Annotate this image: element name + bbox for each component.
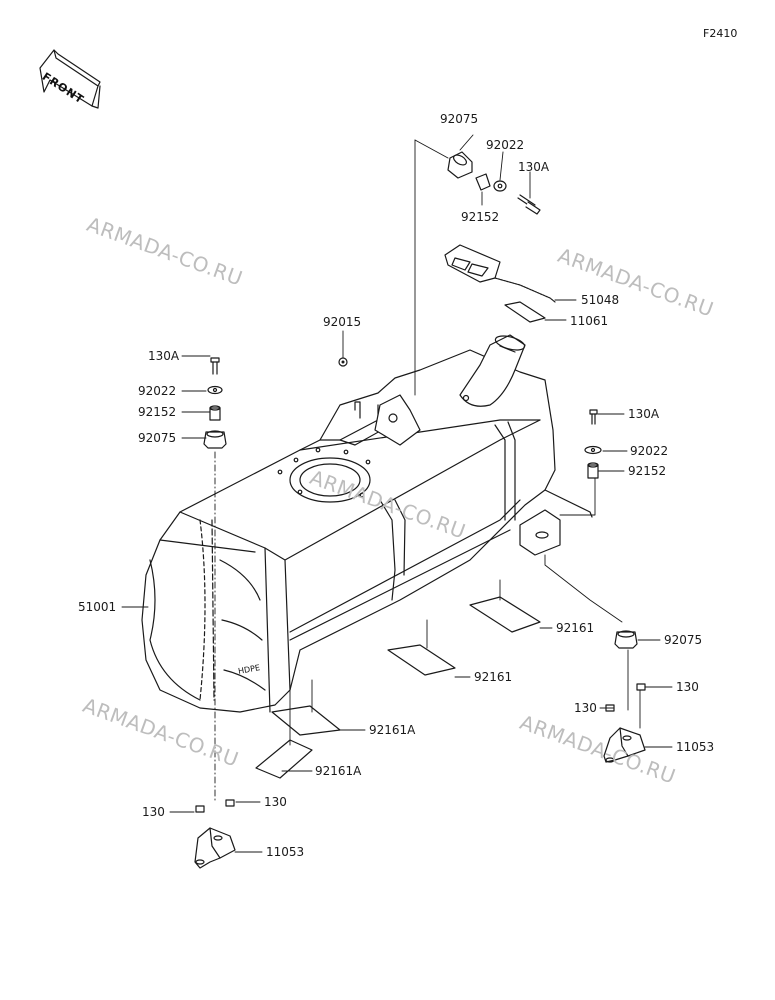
part-label: 130A [518,160,550,174]
pads [255,596,541,779]
part-label: 51048 [581,293,620,307]
part-label: 130 [142,805,165,819]
part-label: 11053 [266,845,305,859]
part-label: 92161A [369,723,416,737]
part-label: 92075 [440,112,479,126]
filler-neck [459,334,526,407]
part-label: 92075 [138,431,177,445]
part-label: 92075 [664,633,703,647]
part-label: 92161A [315,764,362,778]
part-label: 11061 [570,314,609,328]
part-label: 92022 [630,444,669,458]
part-label: 130A [628,407,660,421]
part-label: 92161 [474,670,513,684]
left-mount-parts [203,357,227,449]
part-label: 92152 [628,464,667,478]
top-mount-parts [447,151,541,215]
part-label: 92022 [486,138,525,152]
bracket-11053-bottom [194,799,236,869]
part-label: 130A [148,349,180,363]
leader-lines [121,134,673,853]
nut-glyphs [338,357,348,367]
part-label: 92015 [323,315,362,329]
sender-opening [277,447,371,503]
fuel-tank-body [141,349,556,713]
part-label: 130 [574,701,597,715]
part-label: 92152 [461,210,500,224]
part-label: 130 [676,680,699,694]
part-label: 92161 [556,621,595,635]
figure-code: F2410 [703,27,738,40]
part-label: 11053 [676,740,715,754]
part-label: 130 [264,795,287,809]
part-label: 92152 [138,405,177,419]
seal-11061 [504,301,546,323]
bracket-11053-right [603,683,646,763]
gasket-51048 [444,244,556,303]
part-label: 92022 [138,384,177,398]
front-arrow-icon [39,49,101,109]
part-label: 51001 [78,600,117,614]
right-mount-parts [584,409,638,649]
